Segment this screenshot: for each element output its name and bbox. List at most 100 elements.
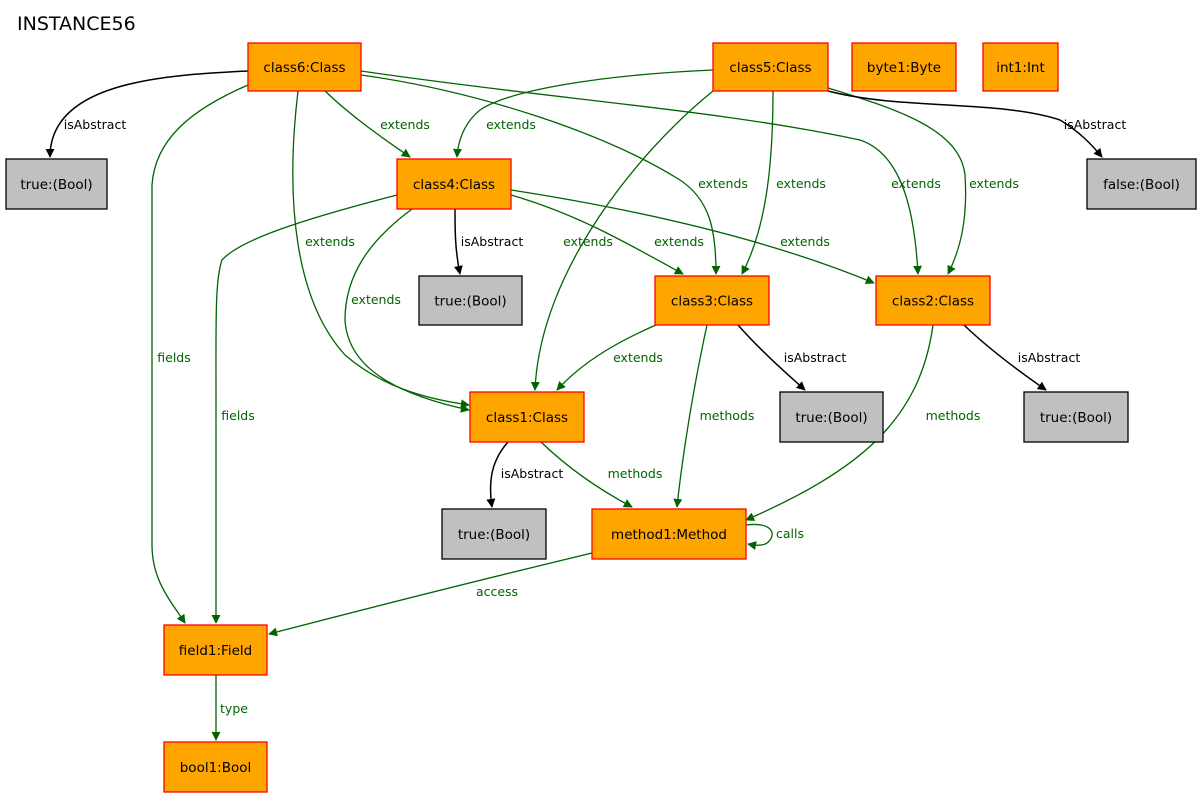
node-method1: method1:Method [591, 508, 747, 560]
node-label: true:(Bool) [20, 177, 92, 193]
node-label: true:(Bool) [434, 294, 506, 310]
edge-label: methods [608, 466, 663, 481]
edge-class6-extends-class3: extends [360, 74, 748, 275]
edge-line [292, 90, 470, 409]
edge-line [510, 194, 684, 275]
edge-class3-isAbstract-true_c: isAbstract [737, 324, 846, 391]
edge-label: calls [776, 526, 804, 541]
node-class2: class2:Class [875, 275, 991, 326]
node-box [163, 741, 268, 793]
node-class6: class6:Class [247, 42, 362, 92]
edge-label: fields [221, 408, 254, 423]
edge-class5-isAbstract-false_a: isAbstract [827, 90, 1127, 158]
edge-label: methods [700, 408, 755, 423]
edge-class1-isAbstract-true_e: isAbstract [486, 441, 564, 508]
node-class5: class5:Class [712, 42, 829, 92]
edge-class4-fields-field1: fields [211, 194, 398, 624]
node-box [247, 42, 362, 92]
edge-label: extends [780, 234, 830, 249]
edge-label: extends [654, 234, 704, 249]
edge-class6-isAbstract-true_a: isAbstract [45, 70, 249, 158]
node-true_b: true:(Bool) [418, 275, 523, 326]
node-class3: class3:Class [654, 275, 770, 326]
edge-class3-methods-method1: methods [673, 324, 755, 508]
edge-label: isAbstract [1064, 117, 1127, 132]
node-label: field1:Field [179, 643, 252, 659]
node-label: byte1:Byte [867, 60, 941, 76]
edge-label: methods [926, 408, 981, 423]
edge-line [540, 441, 633, 508]
node-box [875, 275, 991, 326]
edge-label: extends [969, 176, 1019, 191]
edge-label: extends [698, 176, 748, 191]
node-true_d: true:(Bool) [1023, 391, 1129, 443]
edge-class6-extends-class2: extends [360, 70, 941, 275]
node-box [469, 391, 585, 443]
node-box [982, 42, 1059, 92]
node-box [1023, 391, 1129, 443]
edge-label: isAbstract [461, 234, 524, 249]
edge-class5-extends-class1: extends [530, 90, 714, 391]
edge-label: extends [380, 117, 430, 132]
node-label: true:(Bool) [458, 527, 530, 543]
edge-line [151, 84, 249, 624]
node-box [441, 508, 547, 560]
node-box [418, 275, 523, 326]
edge-field1-type-bool1: type [211, 675, 248, 741]
node-label: class3:Class [671, 294, 753, 310]
edge-label: isAbstract [1018, 350, 1081, 365]
edge-line [827, 90, 1103, 158]
edge-line [45, 70, 249, 158]
node-label: false:(Bool) [1103, 177, 1180, 193]
edge-line [452, 69, 714, 158]
edges-layer: isAbstract fields extends extends extends ext… [45, 69, 1127, 741]
edge-line [827, 87, 967, 275]
edge-label: isAbstract [64, 117, 127, 132]
node-box [779, 391, 884, 443]
edge-label: extends [891, 176, 941, 191]
node-box [396, 158, 512, 210]
nodes-layer: class6:Class class5:Class byte1:Byte int1:I… [5, 42, 1197, 793]
edge-label: extends [486, 117, 536, 132]
node-label: int1:Int [996, 60, 1045, 76]
edge-label: extends [305, 234, 355, 249]
node-label: class1:Class [486, 410, 568, 426]
edge-label: isAbstract [501, 466, 564, 481]
edge-class4-extends-class2: extends [510, 189, 875, 285]
edge-class6-extends-class4: extends [324, 90, 430, 158]
node-box [1086, 158, 1197, 210]
edge-method1-calls-method1: calls [745, 523, 804, 551]
edge-line [268, 552, 593, 637]
edge-class5-extends-class2: extends [827, 87, 1019, 275]
edge-class2-isAbstract-true_d: isAbstract [963, 324, 1081, 391]
edge-class5-extends-class3: extends [741, 90, 826, 275]
node-box [712, 42, 829, 92]
edge-line [360, 70, 923, 275]
edge-class4-isAbstract-true_b: isAbstract [453, 208, 524, 275]
edge-line [737, 324, 806, 391]
node-class1: class1:Class [469, 391, 585, 443]
node-true_c: true:(Bool) [779, 391, 884, 443]
node-field1: field1:Field [163, 624, 268, 676]
edge-line [673, 324, 708, 508]
node-bool1: bool1:Bool [163, 741, 268, 793]
node-box [851, 42, 957, 92]
node-box [654, 275, 770, 326]
edge-line [211, 194, 398, 624]
edge-label: extends [776, 176, 826, 191]
node-label: class6:Class [263, 60, 345, 76]
node-label: class2:Class [892, 294, 974, 310]
diagram-title: INSTANCE56 [17, 13, 136, 35]
node-int1: int1:Int [982, 42, 1059, 92]
node-label: method1:Method [611, 527, 727, 543]
edge-label: extends [563, 234, 613, 249]
node-label: true:(Bool) [1040, 410, 1112, 426]
edge-label: fields [157, 350, 190, 365]
edge-method1-access-field1: access [268, 552, 593, 637]
edge-label: extends [351, 292, 401, 307]
edge-class6-extends-class1: extends [292, 90, 470, 409]
node-class4: class4:Class [396, 158, 512, 210]
node-box [5, 158, 108, 210]
edge-label: type [220, 701, 248, 716]
edge-class6-fields-field1: fields [151, 84, 249, 624]
